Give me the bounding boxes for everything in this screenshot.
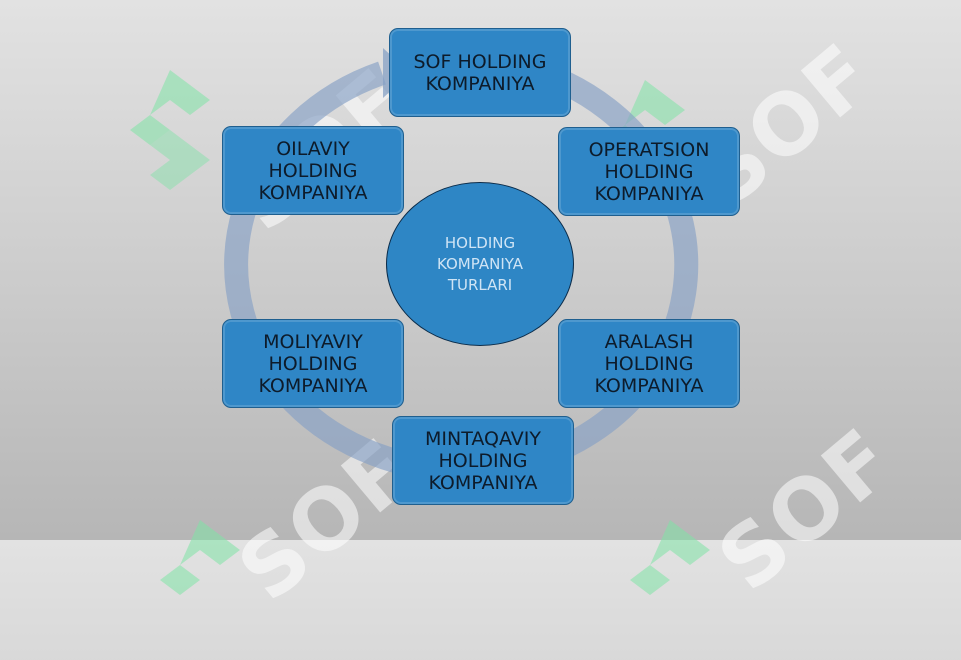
- node-moliyaviy-holding: MOLIYAVIY HOLDING KOMPANIYA: [222, 319, 404, 408]
- node-aralash-holding: ARALASH HOLDING KOMPANIYA: [558, 319, 740, 408]
- hub-label: HOLDING KOMPANIYA TURLARI: [436, 233, 523, 294]
- node-label: MINTAQAVIY HOLDING KOMPANIYA: [425, 427, 541, 494]
- node-oilaviy-holding: OILAVIY HOLDING KOMPANIYA: [222, 126, 404, 215]
- node-label: MOLIYAVIY HOLDING KOMPANIYA: [258, 330, 368, 397]
- node-mintaqaviy-holding: MINTAQAVIY HOLDING KOMPANIYA: [392, 416, 574, 505]
- node-label: OPERATSION HOLDING KOMPANIYA: [588, 138, 710, 205]
- node-label: ARALASH HOLDING KOMPANIYA: [594, 330, 704, 397]
- node-label: SOF HOLDING KOMPANIYA: [413, 50, 547, 95]
- node-sof-holding: SOF HOLDING KOMPANIYA: [389, 28, 571, 117]
- node-label: OILAVIY HOLDING KOMPANIYA: [258, 137, 368, 204]
- node-operatsion-holding: OPERATSION HOLDING KOMPANIYA: [558, 127, 740, 216]
- hub-circle: HOLDING KOMPANIYA TURLARI: [386, 182, 574, 346]
